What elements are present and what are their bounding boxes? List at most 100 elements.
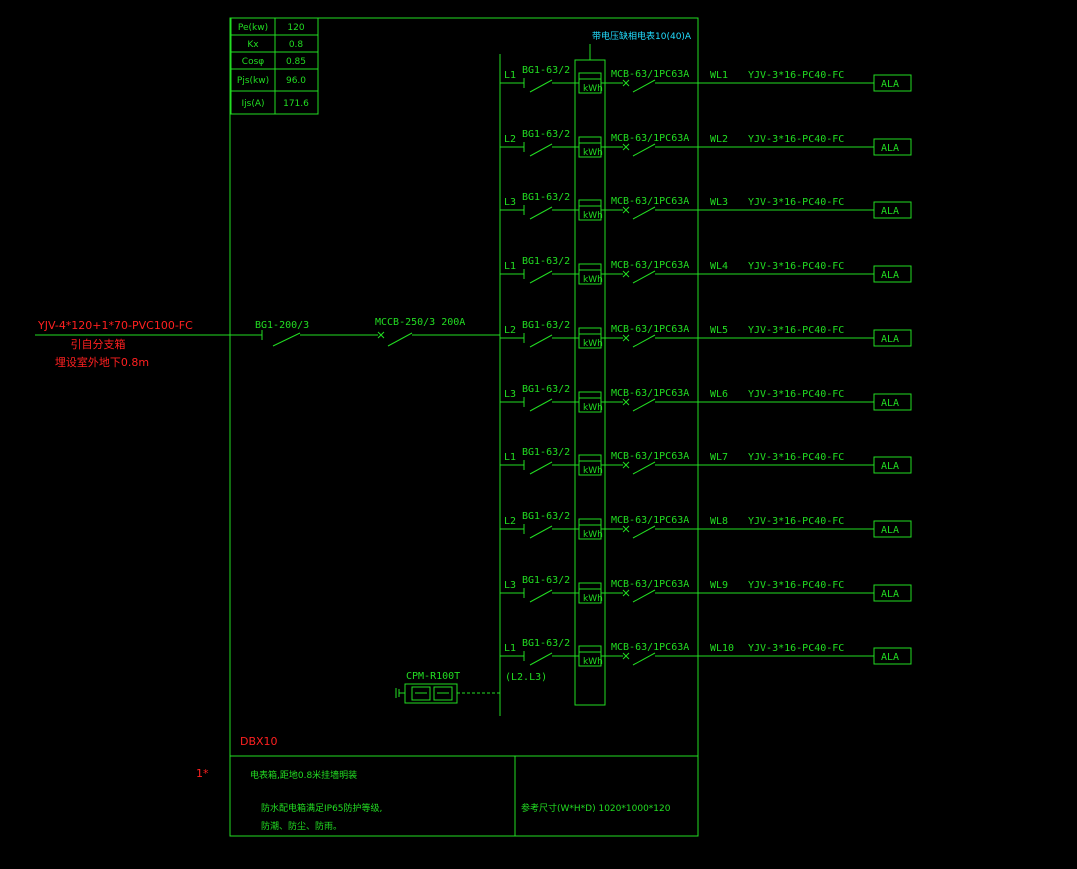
surge-protector-label: CPM-R100T	[406, 671, 460, 682]
load-label: ALA	[881, 652, 899, 663]
branch-breaker-label: MCB-63/1PC63A	[611, 196, 689, 207]
branch-breaker-cross	[622, 525, 630, 533]
branch-circuit-id: WL6	[710, 389, 728, 400]
branch-cable-spec: YJV-3*16-PC40-FC	[748, 325, 844, 336]
branch-breaker-label: MCB-63/1PC63A	[611, 69, 689, 80]
load-label: ALA	[881, 525, 899, 536]
branch-breaker-cross	[622, 206, 630, 214]
branch-breaker-cross	[622, 652, 630, 660]
branch-isolator-label: BG1-63/2	[522, 129, 570, 140]
branch-isolator-blade	[529, 525, 553, 539]
branch-isolator-blade	[529, 589, 553, 603]
surge-protector	[395, 683, 500, 704]
branch-circuit-id: WL8	[710, 516, 728, 527]
branch-cable-spec: YJV-3*16-PC40-FC	[748, 580, 844, 591]
branch-circuit-id: WL9	[710, 580, 728, 591]
branch-phase: L3	[504, 389, 516, 400]
branch-cable-spec: YJV-3*16-PC40-FC	[748, 197, 844, 208]
branch-cable-spec: YJV-3*16-PC40-FC	[748, 134, 844, 145]
branch-isolator-blade	[529, 652, 553, 666]
kwh-meter-label: kWh	[583, 530, 603, 540]
branch-circuit-id: WL1	[710, 70, 728, 81]
load-box	[873, 265, 912, 283]
branch-breaker-blade	[632, 334, 656, 348]
param-value: 120	[287, 23, 304, 33]
branch-breaker-label: MCB-63/1PC63A	[611, 579, 689, 590]
kwh-meter-label: kWh	[583, 211, 603, 221]
branch-breaker-cross	[622, 270, 630, 278]
enclosure-frame	[229, 17, 699, 837]
note-environment: 防潮、防尘、防雨。	[261, 820, 342, 832]
branch-cable-spec: YJV-3*16-PC40-FC	[748, 643, 844, 654]
branch-breaker-blade	[632, 270, 656, 284]
box-quantity: 1*	[196, 767, 209, 780]
branch-breaker-blade	[632, 143, 656, 157]
branch-breaker-blade	[632, 79, 656, 93]
branch-phase: L2	[504, 134, 516, 145]
param-value: 0.8	[289, 40, 304, 50]
load-label: ALA	[881, 461, 899, 472]
branch-isolator-blade	[529, 143, 553, 157]
load-label: ALA	[881, 270, 899, 281]
branch-breaker-blade	[632, 525, 656, 539]
branch-phase: L1	[504, 261, 516, 272]
branch-isolator-label: BG1-63/2	[522, 192, 570, 203]
meter-note: 带电压缺相电表10(40)A	[592, 30, 692, 42]
branch-isolator-label: BG1-63/2	[522, 320, 570, 331]
branch-isolator-blade	[529, 461, 553, 475]
load-box	[873, 74, 912, 92]
branch-isolator-label: BG1-63/2	[522, 511, 570, 522]
branch-breaker-cross	[622, 398, 630, 406]
branch-breaker-blade	[632, 589, 656, 603]
branch-phase: L2	[504, 325, 516, 336]
kwh-meter-label: kWh	[583, 84, 603, 94]
branch-cable-spec: YJV-3*16-PC40-FC	[748, 70, 844, 81]
param-label: Ijs(A)	[241, 99, 264, 109]
note-dimensions: 参考尺寸(W*H*D) 1020*1000*120	[521, 802, 671, 814]
load-box	[873, 456, 912, 474]
kwh-meter-label: kWh	[583, 275, 603, 285]
branch-breaker-cross	[622, 589, 630, 597]
branch-breaker-label: MCB-63/1PC63A	[611, 133, 689, 144]
branch-phase: L3	[504, 580, 516, 591]
branch-breaker-blade	[632, 206, 656, 220]
kwh-meter-label: kWh	[583, 466, 603, 476]
kwh-meter-label: kWh	[583, 657, 603, 667]
param-value: 0.85	[286, 57, 306, 67]
branch-breaker-blade	[632, 398, 656, 412]
param-value: 171.6	[283, 99, 309, 109]
note-protection: 防水配电箱满足IP65防护等级,	[261, 802, 382, 814]
main-breaker-label: MCCB-250/3 200A	[375, 317, 465, 328]
branch-circuit-id: WL2	[710, 134, 728, 145]
branch-isolator-label: BG1-63/2	[522, 638, 570, 649]
branch-breaker-cross	[622, 461, 630, 469]
branch-breaker-label: MCB-63/1PC63A	[611, 642, 689, 653]
load-box	[873, 201, 912, 219]
branch-isolator-blade	[529, 270, 553, 284]
main-isolator-label: BG1-200/3	[255, 320, 309, 331]
branch-breaker-blade	[632, 652, 656, 666]
branch-breaker-cross	[622, 79, 630, 87]
param-label: Pe(kw)	[238, 23, 268, 33]
main-isolator	[261, 330, 378, 347]
branch-circuit-id: WL7	[710, 452, 728, 463]
load-label: ALA	[881, 589, 899, 600]
branch-isolator-blade	[529, 206, 553, 220]
load-box	[873, 584, 912, 602]
param-label: Cosφ	[242, 57, 264, 67]
branch-isolator-label: BG1-63/2	[522, 65, 570, 76]
branch-breaker-label: MCB-63/1PC63A	[611, 388, 689, 399]
branch-breaker-label: MCB-63/1PC63A	[611, 260, 689, 271]
branch-phase: L1	[504, 643, 516, 654]
kwh-meter-label: kWh	[583, 339, 603, 349]
branch-cable-spec: YJV-3*16-PC40-FC	[748, 452, 844, 463]
load-label: ALA	[881, 334, 899, 345]
param-label: Kx	[247, 40, 259, 50]
param-value: 96.0	[286, 76, 306, 86]
branch-phase: L2	[504, 516, 516, 527]
branch-isolator-label: BG1-63/2	[522, 384, 570, 395]
load-label: ALA	[881, 206, 899, 217]
branch-circuit-id: WL5	[710, 325, 728, 336]
branch-isolator-blade	[529, 398, 553, 412]
